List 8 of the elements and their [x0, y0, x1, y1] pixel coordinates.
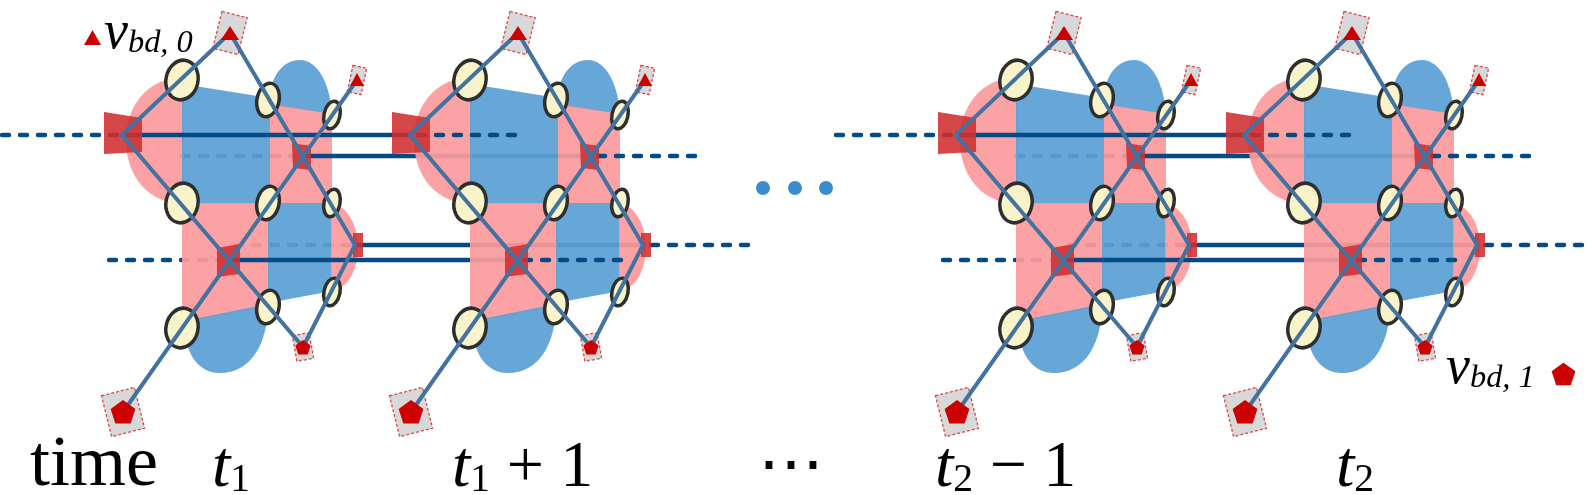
- time-step-label: t$_{1}$ + 1: [452, 434, 594, 494]
- time-step-label: t$_{2}$: [1336, 434, 1375, 494]
- legend-label: v$_{bd, 1}$: [1446, 335, 1535, 396]
- ellipsis-label: ⋯: [758, 434, 824, 494]
- time-step-label: t$_{2}$ − 1: [935, 434, 1077, 494]
- time-label: time: [30, 429, 158, 494]
- legend-label: v$_{bd, 0}$: [104, 0, 193, 61]
- time-step-label: t$_{1}$: [212, 434, 251, 494]
